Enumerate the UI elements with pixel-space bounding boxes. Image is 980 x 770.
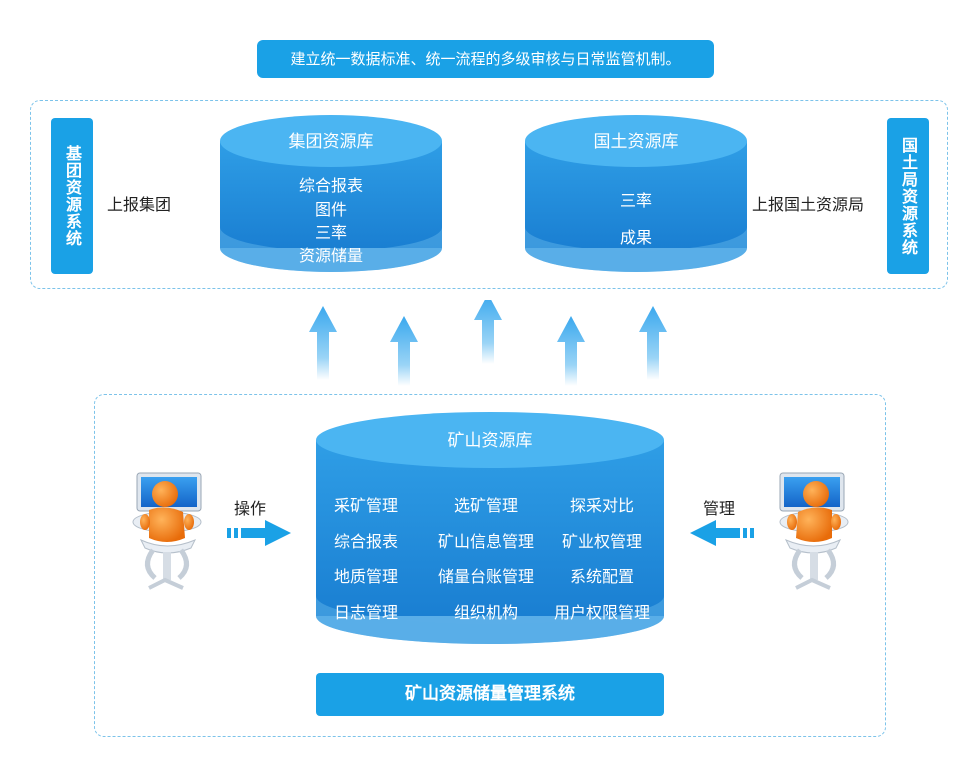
- mine-db-title: 矿山资源库: [448, 431, 533, 451]
- land-db-title: 国土资源库: [594, 132, 679, 152]
- module-system-config: 系统配置: [570, 567, 634, 586]
- left-arrow-icon: [690, 520, 754, 546]
- manage-label: 管理: [703, 499, 736, 518]
- module-logs: 日志管理: [334, 603, 398, 622]
- module-reports: 综合报表: [334, 532, 398, 551]
- manager-figure-icon: [779, 472, 849, 590]
- group-db-item: 资源储量: [299, 246, 363, 265]
- module-mining-rights: 矿业权管理: [562, 532, 642, 551]
- land-db-item: 成果: [620, 228, 652, 247]
- module-organization: 组织机构: [454, 603, 518, 622]
- group-db-item: 综合报表: [299, 176, 363, 195]
- up-arrow-icon: [639, 306, 667, 380]
- right-arrow-icon: [227, 520, 291, 546]
- upload-arrows: [309, 300, 667, 386]
- module-dressing: 选矿管理: [454, 496, 518, 515]
- up-arrow-icon: [474, 300, 502, 364]
- up-arrow-icon: [390, 316, 418, 386]
- report-to-land-bureau-label: 上报国土资源局: [752, 195, 865, 214]
- mine-system-region: [94, 394, 886, 737]
- reporting-region: [30, 100, 948, 289]
- land-bureau-system-bar: 国土局资源系统: [887, 118, 929, 274]
- group-resource-system-bar: 基团资源系统: [51, 118, 93, 274]
- group-db-item: 图件: [315, 200, 347, 219]
- module-reserves-ledger: 储量台账管理: [438, 567, 534, 586]
- mine-resource-db: 矿山资源库 采矿管理 选矿管理 探采对比 综合报表 矿山信息管理 矿业权管理 地…: [316, 412, 664, 644]
- group-db-title: 集团资源库: [289, 132, 374, 152]
- report-to-group-label: 上报集团: [107, 195, 172, 214]
- group-db-item: 三率: [315, 223, 347, 242]
- system-name-bar: 矿山资源储量管理系统: [316, 673, 664, 716]
- module-mining: 采矿管理: [334, 496, 398, 515]
- land-resource-db: 国土资源库 三率 成果: [525, 115, 747, 272]
- module-user-permissions: 用户权限管理: [554, 603, 650, 622]
- group-resource-db: 集团资源库 综合报表 图件 三率 资源储量: [220, 115, 442, 272]
- module-exploration-compare: 探采对比: [570, 496, 634, 515]
- up-arrow-icon: [557, 316, 585, 386]
- land-db-item: 三率: [620, 191, 652, 210]
- operator-figure-icon: [132, 472, 202, 590]
- module-mine-info: 矿山信息管理: [438, 532, 534, 551]
- module-geology: 地质管理: [334, 567, 398, 586]
- operate-label: 操作: [234, 499, 267, 518]
- top-banner: 建立统一数据标准、统一流程的多级审核与日常监管机制。: [257, 40, 714, 78]
- up-arrow-icon: [309, 306, 337, 380]
